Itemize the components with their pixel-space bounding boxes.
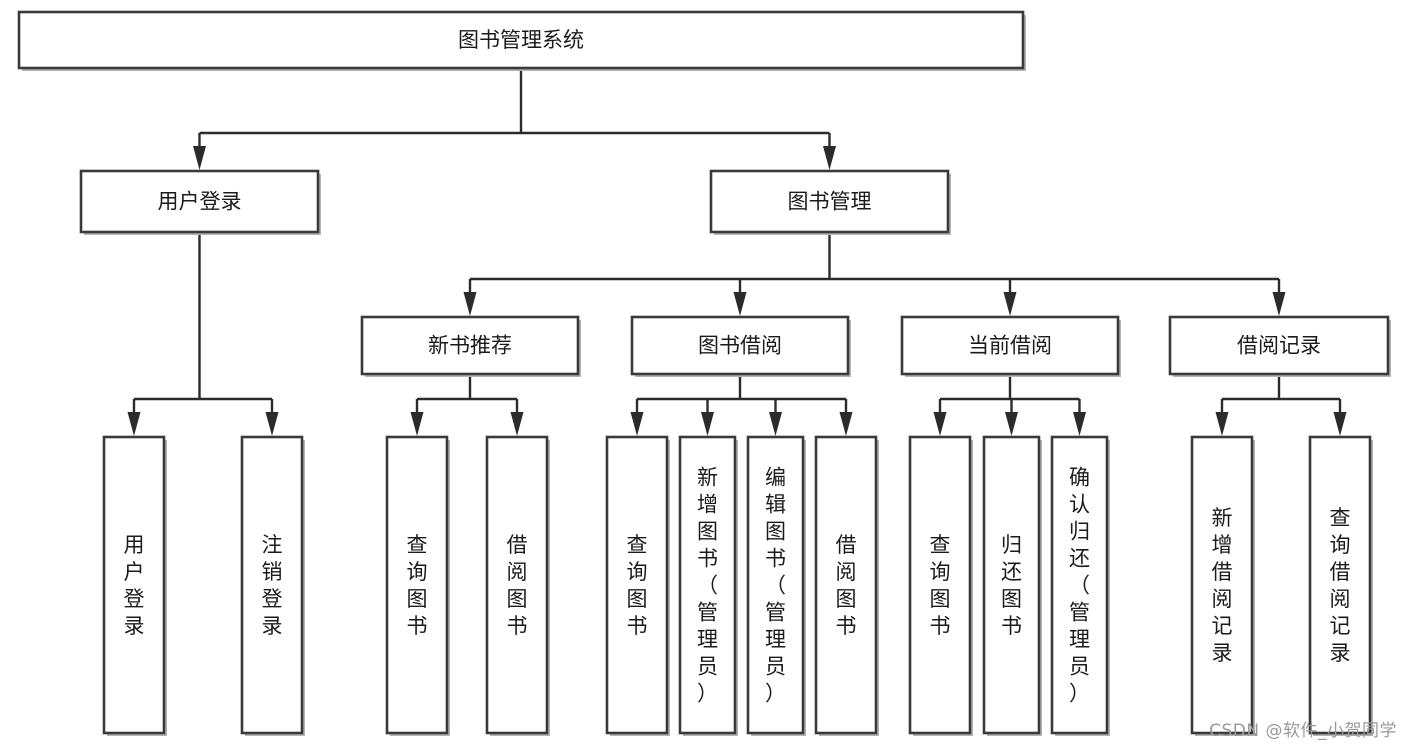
node-leaf-r-1[interactable]: 查询借阅记录	[1308, 435, 1373, 736]
node-leaf-b-3[interactable]: 借阅图书	[814, 435, 879, 736]
node-leaf-u-1[interactable]: 注销登录	[240, 435, 305, 736]
node-l2-2[interactable]: 当前借阅	[900, 315, 1121, 377]
node-label: 图书管理	[788, 190, 872, 214]
node-box[interactable]	[1168, 315, 1390, 376]
node-box[interactable]	[605, 435, 669, 735]
node-box[interactable]	[360, 315, 580, 376]
connector-group-l2-2	[933, 374, 1086, 436]
node-leaf-n-0[interactable]: 查询图书	[385, 435, 450, 736]
node-box[interactable]	[1050, 435, 1109, 735]
connector-group-l2-0	[410, 374, 524, 436]
node-label: 新增图书（管理员）	[697, 466, 718, 706]
node-label: 用户登录	[124, 533, 145, 638]
node-leaf-n-1[interactable]: 借阅图书	[485, 435, 550, 736]
node-box[interactable]	[385, 435, 449, 735]
node-box[interactable]	[678, 435, 737, 735]
node-l1-1[interactable]: 图书管理	[709, 169, 951, 235]
connector-group-l2-1	[630, 374, 853, 436]
connector-group-l1-0	[127, 232, 279, 436]
node-label: 借阅图书	[507, 533, 528, 638]
node-box[interactable]	[1190, 435, 1254, 735]
node-l1-0[interactable]: 用户登录	[79, 169, 321, 235]
node-leaf-b-1[interactable]: 新增图书（管理员）	[678, 435, 738, 736]
node-l2-3[interactable]: 借阅记录	[1168, 315, 1391, 377]
node-box[interactable]	[982, 435, 1041, 735]
node-label: 当前借阅	[968, 334, 1052, 358]
arrow-head-icon	[463, 292, 477, 316]
node-label: 借阅记录	[1237, 334, 1321, 358]
node-label: 新书推荐	[428, 334, 512, 358]
node-box[interactable]	[1308, 435, 1372, 735]
node-label: 新增借阅记录	[1212, 506, 1233, 665]
arrow-head-icon	[410, 412, 424, 436]
node-leaf-b-0[interactable]: 查询图书	[605, 435, 670, 736]
arrow-head-icon	[510, 412, 524, 436]
node-leaf-u-0[interactable]: 用户登录	[102, 435, 167, 736]
node-label: 查询图书	[627, 533, 648, 638]
arrow-head-icon	[630, 412, 644, 436]
arrow-head-icon	[1215, 412, 1229, 436]
node-box[interactable]	[746, 435, 805, 735]
node-leaf-c-2[interactable]: 确认归还（管理员）	[1050, 435, 1110, 736]
node-label: 确认归还（管理员）	[1069, 466, 1090, 706]
arrow-head-icon	[1003, 292, 1017, 316]
connector-group-l1-1	[463, 232, 1286, 316]
node-l2-1[interactable]: 图书借阅	[630, 315, 851, 377]
arrow-head-icon	[127, 412, 141, 436]
node-box[interactable]	[485, 435, 549, 735]
node-box[interactable]	[900, 315, 1120, 376]
node-label: 归还图书	[1001, 533, 1022, 638]
connector-group-root	[193, 68, 836, 170]
node-label: 查询图书	[407, 533, 428, 638]
node-leaf-b-2[interactable]: 编辑图书（管理员）	[746, 435, 806, 736]
node-label: 用户登录	[158, 190, 242, 214]
node-box[interactable]	[240, 435, 304, 735]
arrow-head-icon	[823, 146, 836, 170]
arrow-head-icon	[769, 412, 782, 436]
arrow-head-icon	[733, 292, 747, 316]
arrow-head-icon	[1073, 412, 1086, 436]
arrow-head-icon	[265, 412, 279, 436]
node-label: 图书管理系统	[458, 28, 584, 52]
node-box[interactable]	[814, 435, 878, 735]
node-leaf-r-0[interactable]: 新增借阅记录	[1190, 435, 1255, 736]
arrow-head-icon	[839, 412, 853, 436]
node-label: 注销登录	[262, 533, 283, 638]
node-box[interactable]	[908, 435, 972, 735]
node-leaf-c-1[interactable]: 归还图书	[982, 435, 1042, 736]
arrow-head-icon	[1333, 412, 1347, 436]
node-box[interactable]	[79, 169, 320, 234]
node-l2-0[interactable]: 新书推荐	[360, 315, 581, 377]
connector-group-l2-3	[1215, 374, 1347, 436]
connector-layer	[127, 68, 1347, 436]
node-box[interactable]	[17, 10, 1025, 70]
node-label: 图书借阅	[698, 334, 782, 358]
arrow-head-icon	[933, 412, 947, 436]
node-layer: 图书管理系统用户登录图书管理新书推荐图书借阅当前借阅借阅记录用户登录注销登录查询…	[17, 10, 1391, 736]
node-root[interactable]: 图书管理系统	[17, 10, 1026, 71]
arrow-head-icon	[1005, 412, 1018, 436]
node-box[interactable]	[630, 315, 850, 376]
node-label: 借阅图书	[836, 533, 857, 638]
arrow-head-icon	[701, 412, 714, 436]
node-box[interactable]	[102, 435, 166, 735]
node-leaf-c-0[interactable]: 查询图书	[908, 435, 973, 736]
arrow-head-icon	[193, 146, 206, 170]
node-box[interactable]	[709, 169, 950, 234]
arrow-head-icon	[1272, 292, 1286, 316]
node-label: 编辑图书（管理员）	[765, 466, 786, 706]
node-label: 查询图书	[930, 533, 951, 638]
node-label: 查询借阅记录	[1330, 506, 1351, 665]
